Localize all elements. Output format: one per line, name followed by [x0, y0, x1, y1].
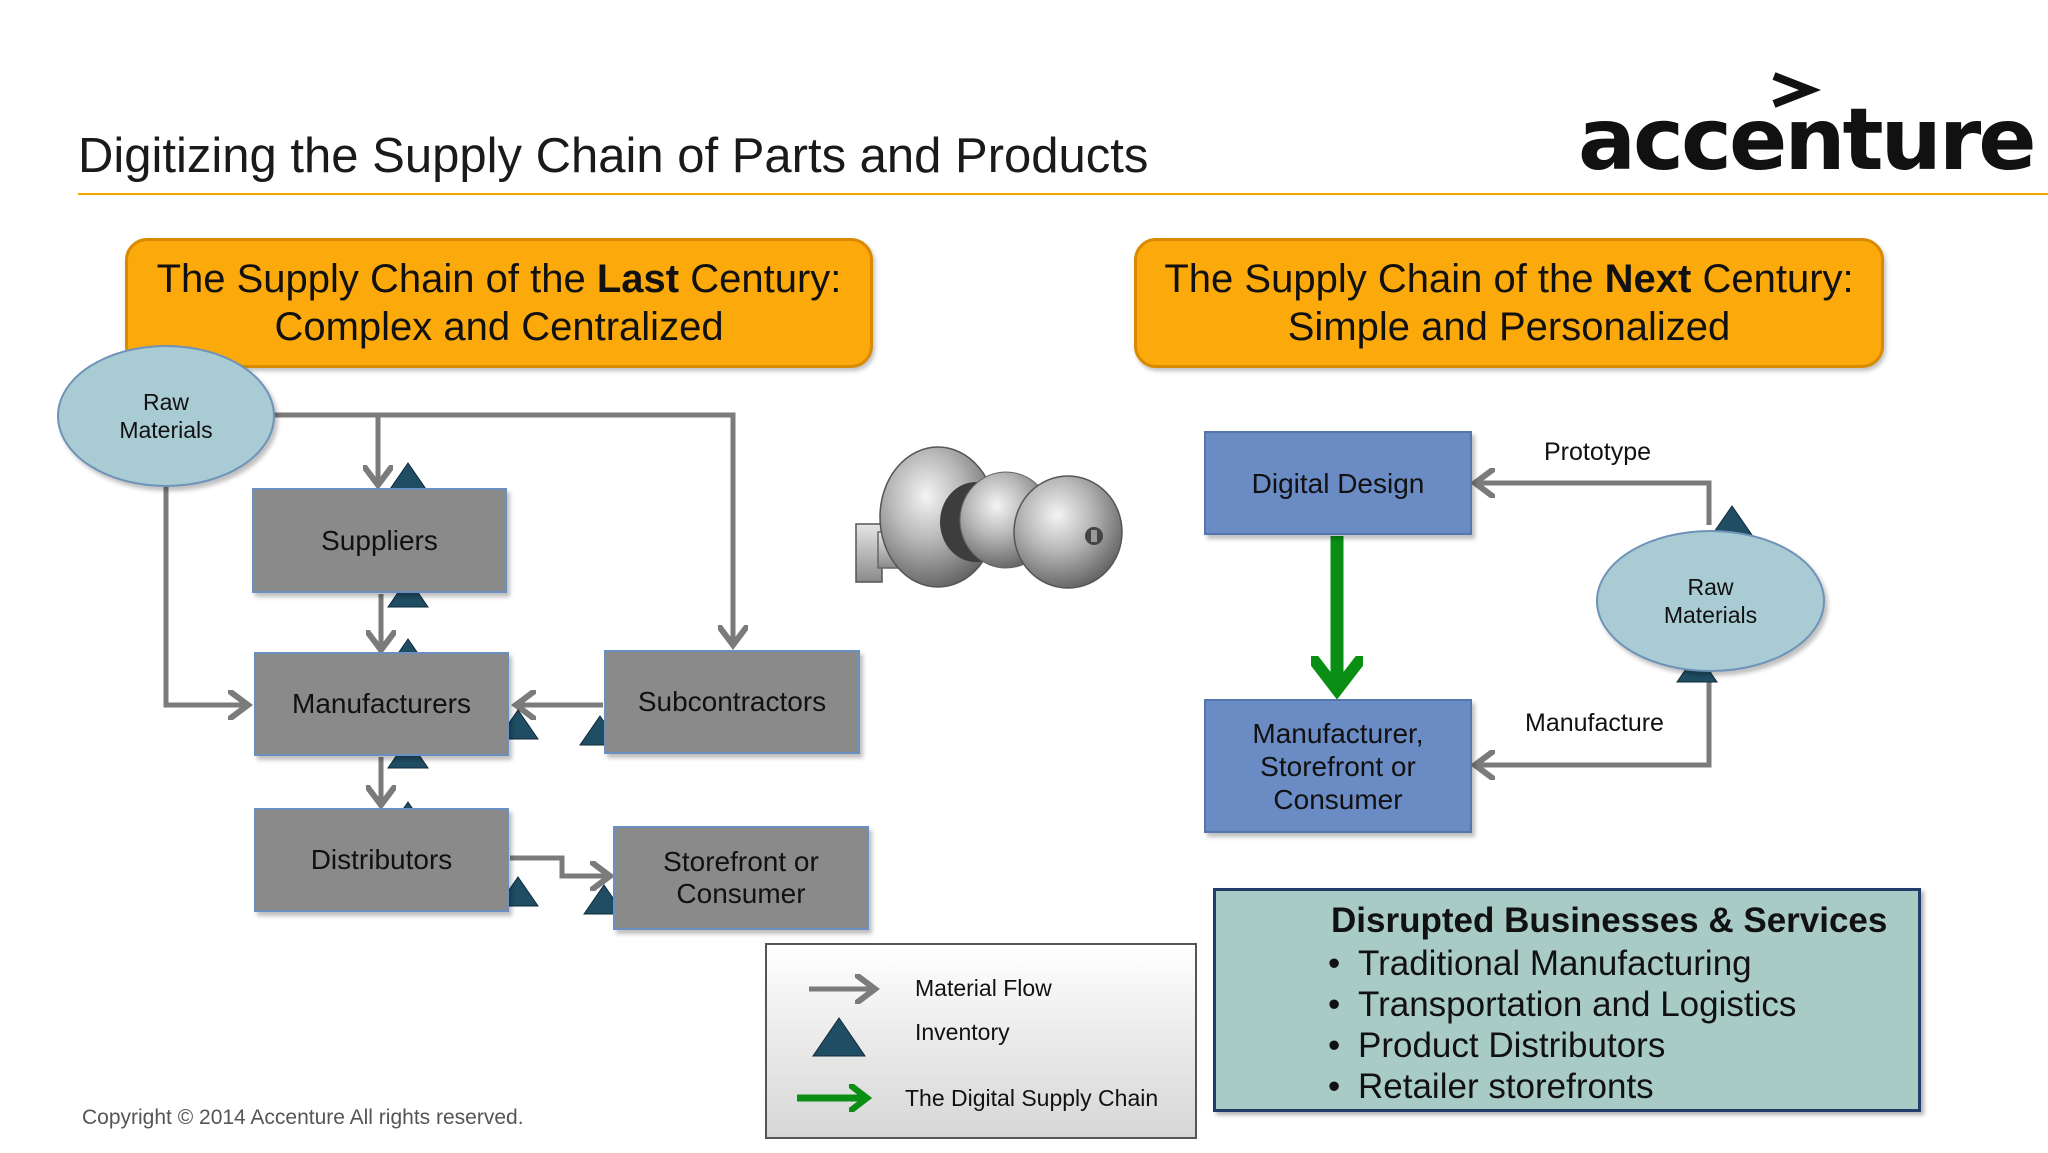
page-title: Digitizing the Supply Chain of Parts and…	[78, 129, 1149, 183]
flow-raw-to-manufacturers	[163, 485, 248, 705]
title-rule	[78, 193, 2048, 195]
list-item: Product Distributors	[1328, 1025, 1796, 1066]
legend: Material Flow Inventory The Digital Supp…	[765, 943, 1197, 1139]
logo-wordmark: accenture	[1578, 90, 2037, 190]
suppliers-node: Suppliers	[252, 488, 507, 593]
last-century-banner: The Supply Chain of the Last Century: Co…	[125, 238, 873, 368]
flow-raw-to-suppliers	[270, 412, 378, 485]
legend-symbols	[797, 945, 1199, 1141]
digital-design-node: Digital Design	[1204, 431, 1472, 535]
raw-materials-node-right: Raw Materials	[1596, 530, 1825, 672]
list-item: Traditional Manufacturing	[1328, 943, 1796, 984]
legend-inventory-icon	[812, 1017, 866, 1057]
last-century-banner-line2: Complex and Centralized	[274, 305, 724, 349]
next-century-banner: The Supply Chain of the Next Century: Si…	[1134, 238, 1884, 368]
subcontractors-node: Subcontractors	[604, 650, 860, 754]
next-century-banner-line1: The Supply Chain of the Next Century:	[1164, 257, 1854, 301]
disrupted-heading: Disrupted Businesses & Services	[1331, 901, 1888, 940]
storefront-consumer-node: Storefront or Consumer	[613, 826, 869, 930]
legend-inventory-label: Inventory	[915, 1019, 1010, 1045]
legend-digital-chain-label: The Digital Supply Chain	[905, 1085, 1159, 1111]
flow-manufacture	[1475, 670, 1712, 765]
list-item: Retailer storefronts	[1328, 1066, 1796, 1107]
last-century-banner-line1: The Supply Chain of the Last Century:	[156, 257, 842, 301]
copyright: Copyright © 2014 Accenture All rights re…	[82, 1106, 524, 1129]
flow-prototype	[1475, 483, 1712, 525]
list-item: Transportation and Logistics	[1328, 984, 1796, 1025]
disrupted-businesses-box: Disrupted Businesses & Services Traditio…	[1213, 888, 1921, 1112]
manufacturer-storefront-consumer-node: Manufacturer, Storefront or Consumer	[1204, 699, 1472, 833]
manufacture-label: Manufacture	[1525, 709, 1664, 737]
raw-materials-node-left: Raw Materials	[57, 345, 275, 487]
distributors-node: Distributors	[254, 808, 509, 912]
next-century-banner-line2: Simple and Personalized	[1287, 305, 1731, 349]
flow-distributors-to-storefront	[510, 855, 610, 876]
flow-raw-to-subcontractors	[378, 412, 733, 645]
logo-chevron-icon	[1772, 72, 1822, 108]
manufacturers-node: Manufacturers	[254, 652, 509, 756]
legend-material-flow-label: Material Flow	[915, 975, 1052, 1001]
door-knob-image	[855, 446, 1123, 589]
disrupted-list: Traditional Manufacturing Transportation…	[1328, 943, 1796, 1107]
prototype-label: Prototype	[1544, 438, 1652, 466]
